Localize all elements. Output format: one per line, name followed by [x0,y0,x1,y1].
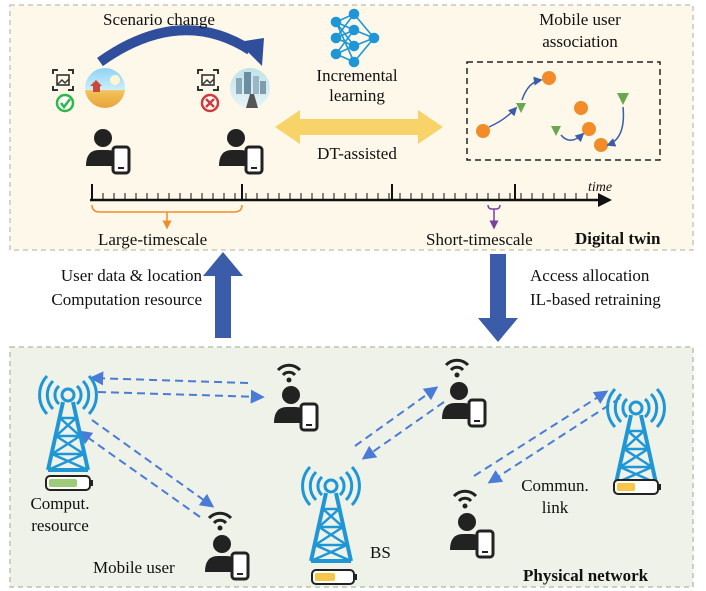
rural-scenario-image [85,68,125,108]
battery-right [613,479,661,495]
commun-link-label-2: link [541,498,569,517]
scenario-change-arrow [97,25,253,67]
physical-network-panel [9,346,694,588]
check-icon [55,93,75,113]
mobile-user-label: Mobile user [93,558,175,577]
comput-resource-label-1: Comput. [30,494,90,513]
scenario-change-arrowhead [238,38,264,66]
cross-icon [200,93,220,113]
dt-assisted-label: DT-assisted [317,144,397,163]
commun-link-label-1: Commun. [521,476,589,495]
association-illustration [476,71,629,152]
short-timescale-label: Short-timescale [426,230,533,249]
incremental-learning-label-2: learning [329,86,385,105]
battery-center [311,569,357,585]
downlink-arrow [478,254,518,342]
uplink-label-2: Computation resource [51,290,202,309]
uplink-label-1: User data & location [60,266,202,285]
urban-scenario-image [230,68,270,108]
digital-twin-title: Digital twin [575,229,661,248]
association-box [466,61,661,161]
communication-links [77,371,621,518]
battery-left [45,475,93,491]
mobile-user-association-label-2: association [542,32,618,51]
dt-assisted-arrow [275,110,443,144]
large-timescale-label: Large-timescale [98,230,208,249]
scenario-change-label: Scenario change [103,10,215,29]
neural-network-icon [330,8,380,68]
incremental-learning-label-1: Incremental [316,66,398,85]
physical-network-title: Physical network [523,566,649,585]
downlink-label-1: Access allocation [530,266,650,285]
mobile-user-association-label-1: Mobile user [539,10,621,29]
time-axis-label: time [588,180,613,195]
timeline [90,184,612,207]
bs-label: BS [370,543,391,562]
downlink-label-2: IL-based retraining [530,290,661,309]
uplink-arrow [203,252,243,338]
comput-resource-label-2: resource [31,516,89,535]
